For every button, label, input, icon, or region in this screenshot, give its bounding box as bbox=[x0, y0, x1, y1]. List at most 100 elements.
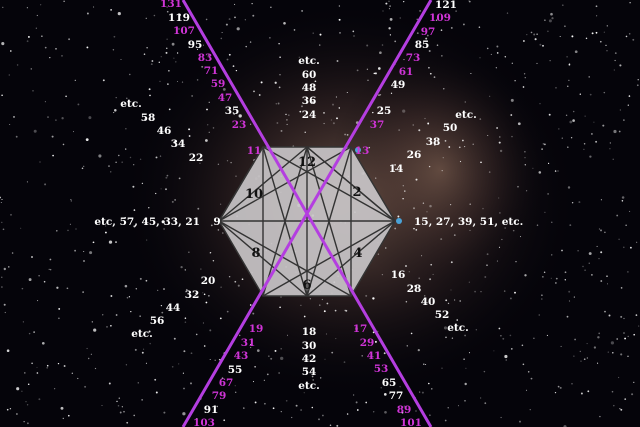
star bbox=[619, 408, 621, 410]
star bbox=[484, 276, 487, 278]
star bbox=[146, 47, 148, 49]
star bbox=[355, 401, 358, 404]
star bbox=[433, 76, 436, 78]
star bbox=[623, 332, 625, 334]
star bbox=[600, 199, 602, 201]
star bbox=[139, 277, 142, 280]
star bbox=[550, 277, 552, 279]
star bbox=[629, 210, 631, 212]
star bbox=[486, 264, 488, 267]
star bbox=[609, 142, 611, 144]
star bbox=[561, 137, 563, 139]
star bbox=[319, 33, 322, 36]
star bbox=[232, 65, 235, 67]
star bbox=[166, 47, 168, 49]
star bbox=[418, 277, 421, 280]
star bbox=[548, 19, 552, 23]
star bbox=[636, 241, 638, 243]
star bbox=[515, 261, 517, 263]
star bbox=[493, 350, 495, 352]
star bbox=[128, 296, 131, 298]
star bbox=[56, 286, 59, 289]
number-label: 22 bbox=[189, 152, 204, 164]
star bbox=[55, 48, 57, 50]
star bbox=[519, 420, 521, 423]
star bbox=[424, 295, 426, 297]
star bbox=[571, 382, 573, 385]
star bbox=[580, 392, 583, 395]
star bbox=[188, 128, 191, 131]
star bbox=[470, 72, 472, 75]
star bbox=[468, 281, 470, 283]
star bbox=[381, 273, 384, 276]
star bbox=[361, 355, 363, 357]
star bbox=[301, 89, 303, 91]
star bbox=[524, 164, 526, 166]
star bbox=[427, 122, 430, 125]
number-label: 14 bbox=[389, 163, 404, 175]
number-label: 13 bbox=[355, 145, 370, 157]
star bbox=[625, 35, 628, 38]
number-label: 11 bbox=[247, 145, 262, 157]
star bbox=[571, 201, 574, 204]
star bbox=[251, 3, 253, 5]
star bbox=[636, 84, 639, 87]
number-label: 19 bbox=[249, 323, 264, 335]
number-label: 48 bbox=[302, 82, 317, 94]
star bbox=[110, 171, 112, 173]
star bbox=[616, 338, 619, 340]
star bbox=[373, 72, 376, 75]
star bbox=[323, 112, 325, 114]
star bbox=[81, 167, 84, 170]
star bbox=[25, 401, 27, 403]
star bbox=[547, 30, 549, 33]
star bbox=[597, 336, 600, 339]
star bbox=[499, 212, 501, 214]
star bbox=[606, 283, 609, 285]
star bbox=[87, 357, 90, 360]
star bbox=[124, 216, 127, 219]
hex-number-12: 12 bbox=[298, 155, 316, 170]
star bbox=[24, 372, 26, 374]
star bbox=[1, 42, 5, 46]
star bbox=[155, 156, 158, 159]
star bbox=[311, 406, 314, 409]
star bbox=[524, 151, 526, 153]
star bbox=[148, 88, 151, 91]
star bbox=[572, 119, 575, 122]
star bbox=[163, 288, 165, 290]
star bbox=[441, 169, 443, 172]
star bbox=[595, 140, 598, 143]
star bbox=[338, 5, 341, 7]
star bbox=[263, 379, 265, 381]
star bbox=[84, 385, 87, 388]
star bbox=[185, 288, 188, 291]
star bbox=[44, 46, 47, 49]
star bbox=[30, 68, 33, 70]
star bbox=[279, 306, 281, 309]
star bbox=[595, 5, 598, 8]
star bbox=[86, 347, 88, 350]
star bbox=[149, 342, 151, 345]
star bbox=[77, 103, 80, 106]
star bbox=[336, 60, 339, 62]
star bbox=[544, 211, 546, 214]
star bbox=[607, 351, 609, 353]
star bbox=[145, 17, 147, 19]
star bbox=[522, 363, 525, 366]
number-label: 20 bbox=[201, 275, 216, 287]
star bbox=[217, 163, 220, 165]
star bbox=[429, 72, 432, 75]
star bbox=[93, 6, 95, 8]
star bbox=[424, 117, 426, 120]
star bbox=[627, 335, 629, 338]
star bbox=[564, 271, 567, 274]
star bbox=[197, 207, 200, 210]
star bbox=[611, 390, 614, 393]
star bbox=[46, 364, 49, 367]
star bbox=[421, 255, 423, 257]
number-label: 35 bbox=[225, 105, 240, 117]
star bbox=[480, 397, 482, 399]
star bbox=[525, 389, 528, 391]
